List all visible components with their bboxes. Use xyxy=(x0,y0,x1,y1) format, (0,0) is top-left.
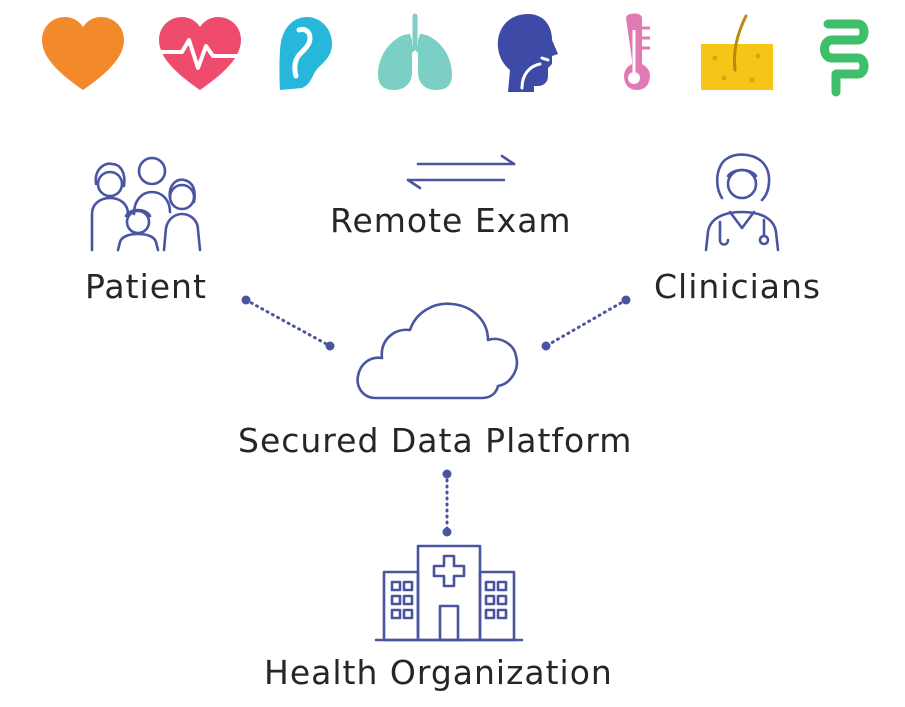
skin-hair-icon xyxy=(701,14,773,90)
remote-exam-label: Remote Exam xyxy=(330,201,572,240)
organization-label: Health Organization xyxy=(264,653,613,692)
clinicians-label: Clinicians xyxy=(654,267,822,306)
connector-patient-cloud xyxy=(244,298,332,348)
cloud-icon xyxy=(356,302,519,400)
clinician-icon xyxy=(704,153,780,252)
thermometer-icon xyxy=(624,13,650,90)
family-icon xyxy=(90,156,202,252)
connector-clinicians-cloud xyxy=(544,298,628,348)
lungs-icon xyxy=(378,13,452,90)
double-arrow-icon xyxy=(406,154,516,190)
ear-icon xyxy=(279,17,332,90)
heart-pulse-icon xyxy=(159,17,241,90)
platform-label: Secured Data Platform xyxy=(238,421,633,460)
heart-icon xyxy=(42,17,124,90)
head-profile-icon xyxy=(497,14,558,92)
patient-label: Patient xyxy=(85,267,207,306)
medical-icons-row xyxy=(42,13,869,97)
hospital-icon xyxy=(374,544,524,642)
intestine-icon xyxy=(820,19,869,97)
